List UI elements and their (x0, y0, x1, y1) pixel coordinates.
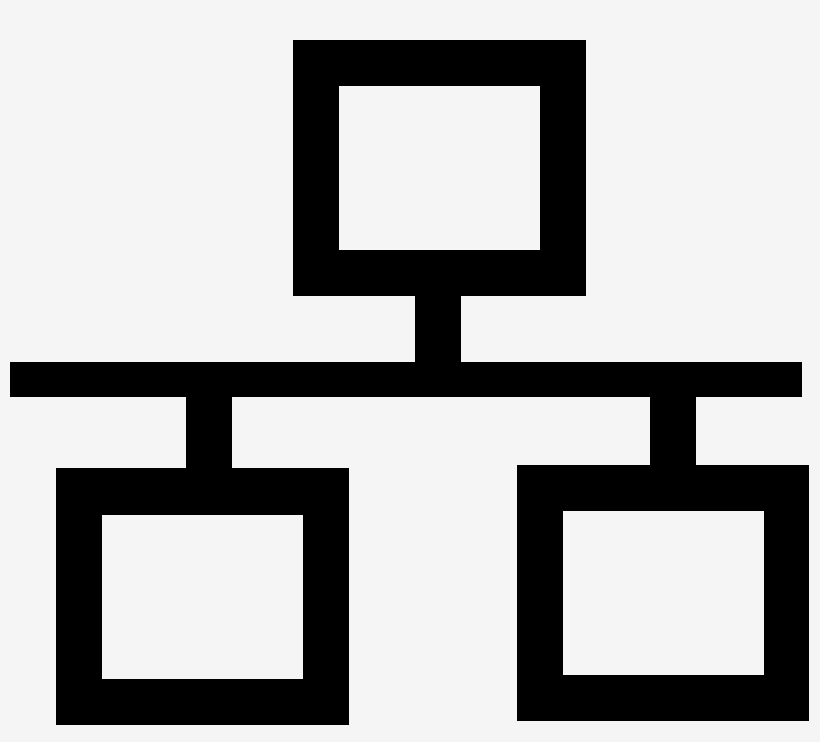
bottom-right-node-icon (517, 465, 809, 721)
bus-line (10, 362, 802, 397)
bottom-left-node-icon (56, 468, 349, 725)
top-node-icon (293, 40, 586, 296)
right-connector (650, 395, 696, 467)
left-connector (186, 395, 232, 470)
top-connector (415, 295, 461, 365)
